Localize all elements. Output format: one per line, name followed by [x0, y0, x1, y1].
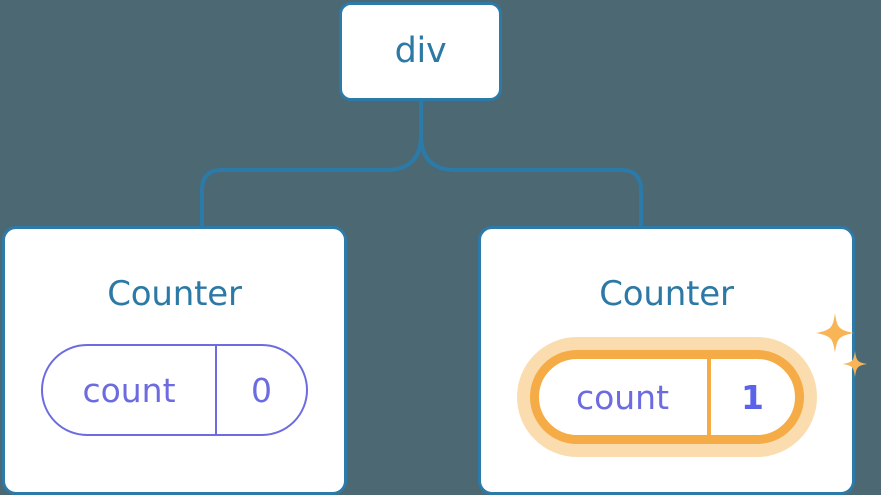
state-pill-left-value: 0	[251, 370, 272, 410]
state-pill-left-wrapper: count 0	[41, 344, 308, 436]
state-pill-right-value: 1	[741, 377, 764, 417]
sparkle-group	[815, 313, 867, 377]
sparkle-large-icon	[815, 313, 854, 353]
state-pill-left[interactable]: count 0	[41, 344, 308, 436]
node-div-label: div	[394, 31, 447, 71]
connector-edge-right	[419, 99, 643, 230]
state-pill-right-key-cell: count	[539, 359, 711, 435]
state-pill-right[interactable]: count 1	[529, 350, 804, 444]
node-counter-right-title: Counter	[599, 274, 734, 314]
state-pill-right-wrapper: count 1	[516, 313, 867, 457]
node-counter-left-title: Counter	[107, 274, 242, 314]
node-counter-right[interactable]: Counter count 1	[478, 226, 867, 495]
state-pill-right-value-cell: 1	[711, 359, 795, 435]
node-counter-left[interactable]: Counter count 0	[2, 226, 347, 495]
sparkle-small-icon	[842, 351, 867, 377]
node-div[interactable]: div	[339, 2, 502, 101]
state-pill-left-value-cell: 0	[217, 346, 306, 434]
connector-edge-left	[200, 99, 423, 230]
state-pill-right-key: count	[575, 377, 670, 417]
state-pill-left-key-cell: count	[43, 346, 217, 434]
state-pill-left-key: count	[82, 370, 176, 410]
